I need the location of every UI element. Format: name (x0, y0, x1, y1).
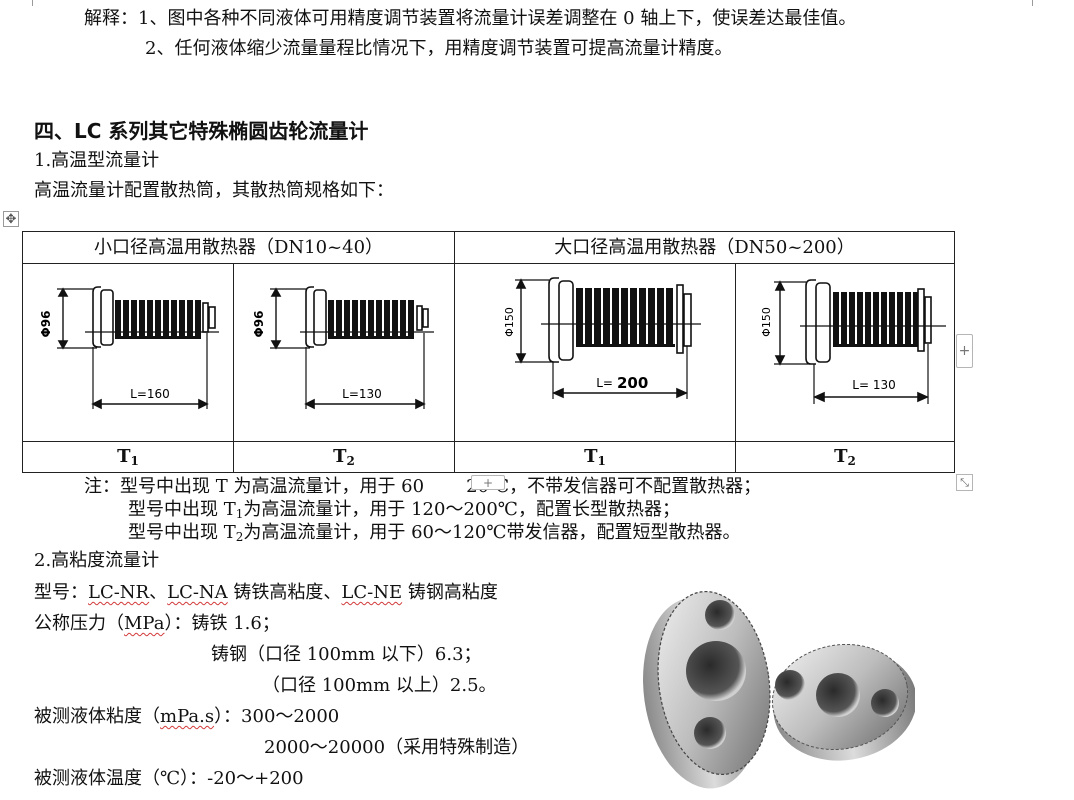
model-na: LC-NA (167, 582, 228, 603)
model-na-desc: 铸铁高粘度、 (227, 582, 342, 603)
heat-sink-figure-2: Φ96 L=130 (234, 264, 454, 441)
intro-label: 解释： (84, 8, 138, 29)
pressure-steel-line: 铸钢（口径 100mm 以下）6.3； (211, 644, 482, 665)
heat-sink-figure-4: Φ150 L= 130 (736, 264, 954, 441)
intro-text-1: 1、图中各种不同液体可用精度调节装置将流量计误差调整在 0 轴上下，使误差达最佳… (138, 8, 857, 29)
model-line: 型号：LC-NR、LC-NA 铸铁高粘度、LC-NE 铸钢高粘度 (34, 582, 498, 604)
model-nr: LC-NR (88, 582, 150, 603)
fig2-length-label: L=130 (342, 387, 382, 401)
label-t1-large-letter: T (584, 446, 598, 467)
note-prefix: 注： (84, 476, 120, 497)
fig3-diameter-label: Φ150 (503, 307, 516, 337)
note-2-b: 为高温流量计，用于 120～200℃，配置长型散热器； (243, 499, 680, 520)
model-label: 型号： (34, 582, 88, 603)
viscosity-range-2: 2000～20000（采用特殊制造） (264, 737, 530, 758)
gear-left (643, 590, 771, 789)
label-t1-large-sub: 1 (597, 454, 606, 468)
fig4-length-label: L= 130 (852, 378, 895, 392)
resize-icon: ⤡ (960, 475, 969, 489)
fig2-diameter-label: Φ96 (252, 311, 266, 338)
table-header-large: 大口径高温用散热器（DN50~200） (455, 232, 954, 264)
pressure-steel-line-2: （口径 100mm 以上）2.5。 (262, 675, 497, 696)
intro-line-2: 2、任何液体缩少流量量程比情况下，用精度调节装置可提高流量计精度。 (145, 38, 733, 59)
heat-sink-figure-1: Φ96 L=160 (23, 264, 233, 441)
note-3-sub: 2 (235, 530, 244, 544)
label-t2-small-sub: 2 (346, 454, 355, 468)
label-t2-large: T2 (736, 442, 954, 472)
label-t2-small-letter: T (333, 446, 347, 467)
pressure-label-a: 公称压力（ (34, 613, 124, 634)
visc-label-b: ）：300～2000 (214, 706, 340, 727)
visc-label-a: 被测液体粘度（ (34, 706, 160, 727)
note-line-2: 型号中出现 T1为高温流量计，用于 120～200℃，配置长型散热器； (128, 499, 680, 525)
model-ne: LC-NE (341, 582, 403, 603)
subsection-high-viscosity: 2.高粘度流量计 (34, 550, 160, 571)
fig3-length-value: 200 (617, 374, 648, 392)
label-t2-large-letter: T (834, 446, 848, 467)
label-t1-small-letter: T (117, 446, 131, 467)
table-row-divider (23, 441, 954, 442)
pressure-unit: MPa (124, 613, 165, 634)
fig1-length-label: L=160 (130, 387, 170, 401)
model-sep: 、 (149, 582, 168, 603)
viscosity-line: 被测液体粘度（mPa.s）：300～2000 (34, 706, 339, 728)
insert-row-button[interactable]: + (471, 475, 505, 490)
subsection-high-temp: 1.高温型流量计 (34, 150, 160, 171)
label-t1-large: T1 (455, 442, 735, 472)
note-line-3: 型号中出现 T2为高温流量计，用于 60～120℃带发信器，配置短型散热器。 (128, 522, 741, 548)
move-icon: ✥ (5, 211, 17, 227)
note-1-b: 20℃，不带发信器可不配置散热器； (466, 476, 762, 497)
note-3-a: 型号中出现 T (128, 522, 236, 543)
table-resize-handle[interactable]: ⤡ (956, 474, 973, 491)
table-divider-main (454, 232, 455, 472)
table-divider-left (233, 264, 234, 472)
note-1-a: 型号中出现 T 为高温流量计，用于 60 (120, 476, 425, 497)
note-3-b: 为高温流量计，用于 60～120℃带发信器，配置短型散热器。 (243, 522, 741, 543)
fig1-diameter-label: Φ96 (39, 311, 53, 338)
pressure-line: 公称压力（MPa）：铸铁 1.6； (34, 613, 280, 635)
gear-right (771, 643, 917, 761)
margin-mark-right (1032, 0, 1033, 6)
table-move-handle[interactable]: ✥ (3, 211, 19, 227)
plus-icon: + (482, 475, 494, 490)
oval-gear-photo (640, 585, 917, 790)
temperature-line: 被测液体温度（℃）：-20～+200 (34, 768, 304, 789)
fig4-diameter-label: Φ150 (760, 307, 773, 337)
note-2-a: 型号中出现 T (128, 499, 236, 520)
table-header-small: 小口径高温用散热器（DN10~40） (23, 232, 454, 264)
table-divider-right (735, 264, 736, 472)
heat-sink-table: 小口径高温用散热器（DN10~40） 大口径高温用散热器（DN50~200） (22, 231, 955, 473)
intro-line-1: 解释：1、图中各种不同液体可用精度调节装置将流量计误差调整在 0 轴上下，使误差… (84, 8, 856, 30)
plus-icon: + (958, 343, 971, 359)
add-column-button[interactable]: + (956, 334, 973, 368)
heat-sink-figure-3: Φ150 L= 200 (455, 264, 735, 441)
section-4-title: 四、LC 系列其它特殊椭圆齿轮流量计 (34, 119, 369, 143)
label-t1-small: T1 (23, 442, 233, 472)
high-temp-desc: 高温流量计配置散热筒，其散热筒规格如下： (34, 180, 394, 201)
pressure-label-b: ）：铸铁 1.6； (164, 613, 280, 634)
note-line-1: 注：型号中出现 T 为高温流量计，用于 60 20℃，不带发信器可不配置散热器； (84, 476, 761, 498)
label-t1-small-sub: 1 (130, 454, 139, 468)
model-ne-desc: 铸钢高粘度 (402, 582, 498, 603)
page-margin-marks (0, 0, 1074, 6)
label-t2-small: T2 (234, 442, 454, 472)
label-t2-large-sub: 2 (847, 454, 856, 468)
note-2-sub: 1 (235, 507, 244, 521)
visc-unit: mPa.s (160, 706, 215, 727)
margin-mark-left (32, 0, 33, 6)
fig3-length-prefix: L= (596, 376, 613, 390)
